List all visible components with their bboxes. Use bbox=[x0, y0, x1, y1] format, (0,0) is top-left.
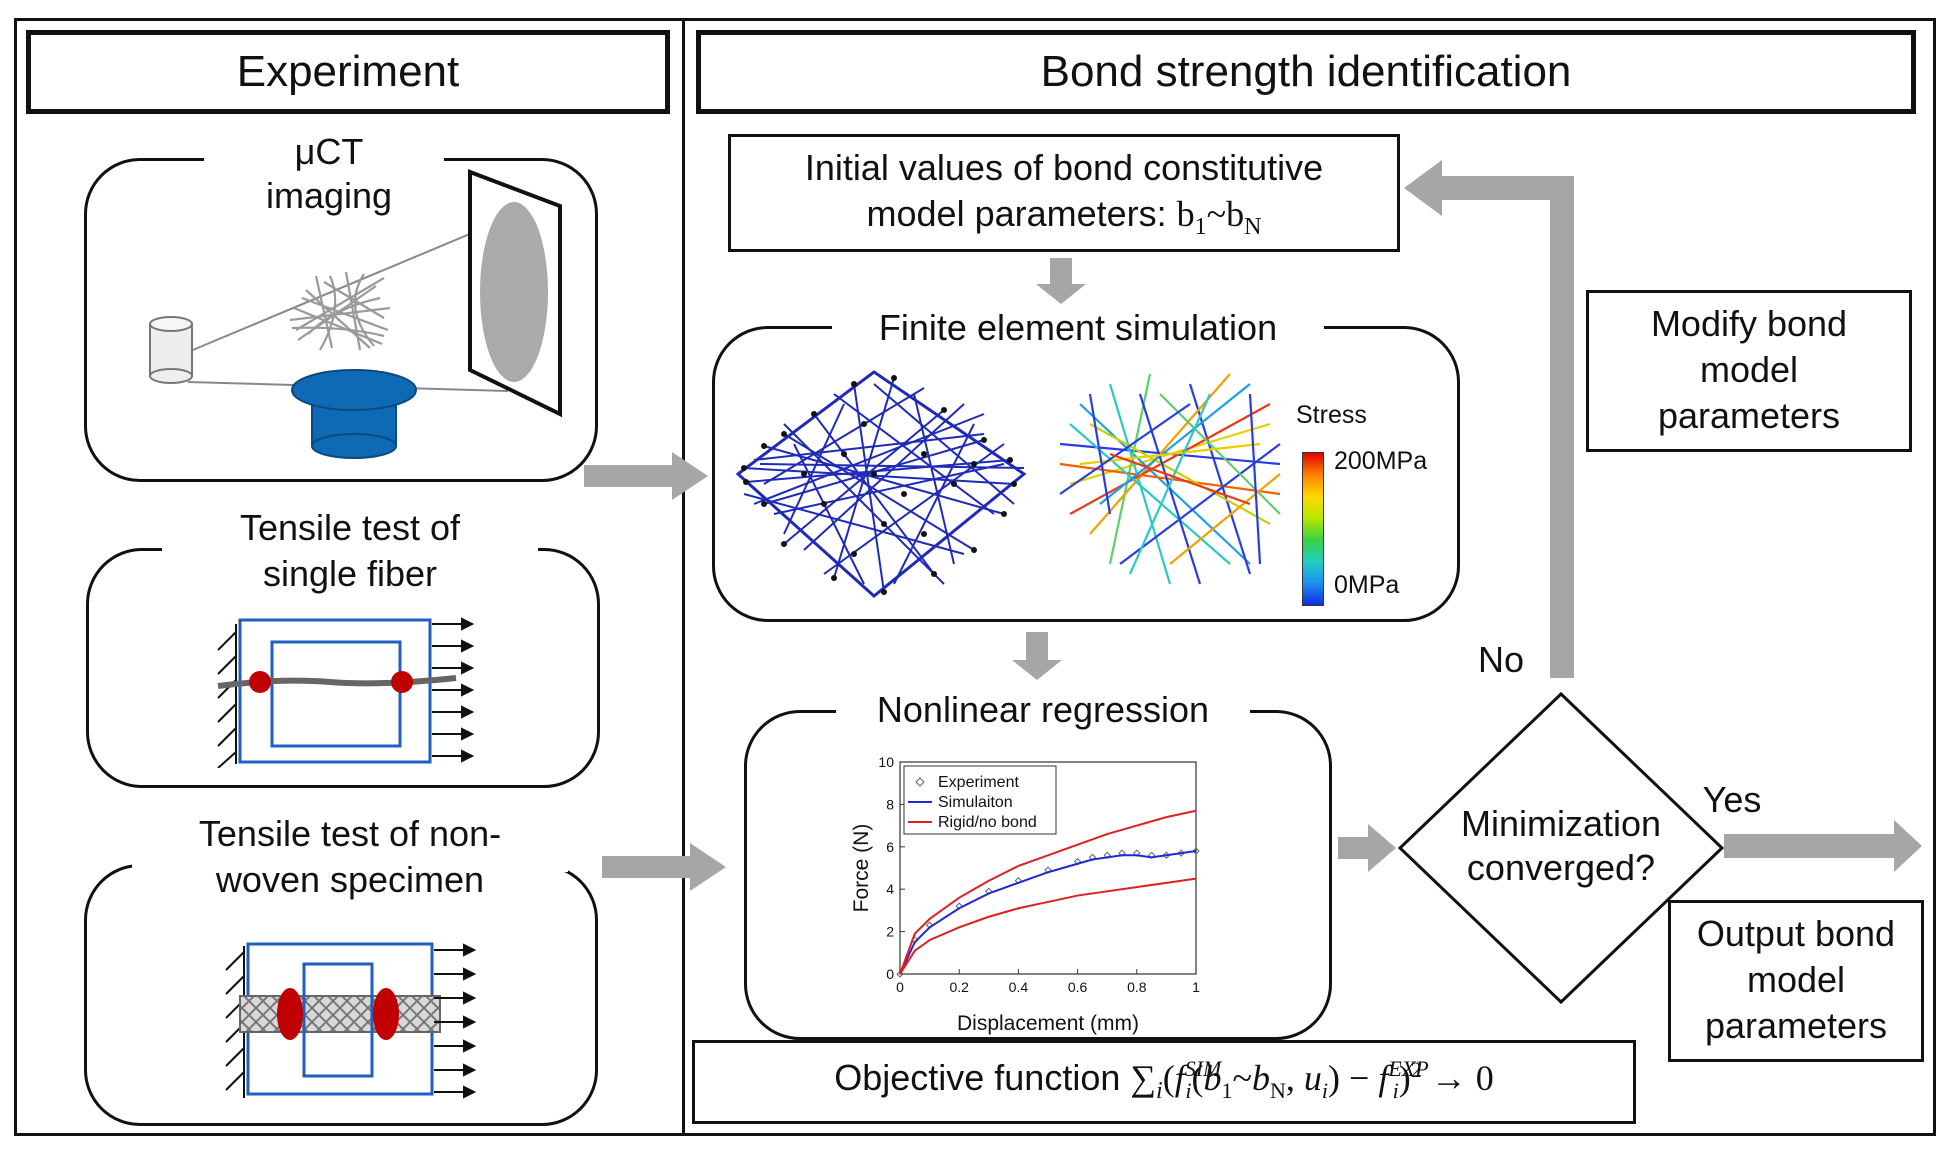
detector-icon bbox=[468, 169, 562, 418]
bond-title: Bond strength identification bbox=[1040, 47, 1572, 96]
x-tick-label: 0.2 bbox=[949, 979, 969, 995]
output-line1: Output bond bbox=[1696, 913, 1896, 954]
fe-simulation-title: Finite element simulation bbox=[878, 307, 1278, 348]
panel-divider bbox=[682, 18, 685, 1136]
bond-point-marker bbox=[391, 671, 413, 693]
stress-max-label: 200MPa bbox=[1334, 447, 1428, 475]
arrow-nonwoven-to-regression bbox=[602, 843, 726, 891]
legend-marker bbox=[915, 777, 925, 787]
y-tick-label: 6 bbox=[886, 839, 894, 855]
legend-label: Simulaiton bbox=[938, 794, 1013, 811]
y-tick-label: 4 bbox=[886, 881, 894, 897]
series-line-3 bbox=[899, 877, 1197, 975]
arrow-regression-to-decision bbox=[1338, 824, 1396, 872]
param-bN-symbol: b bbox=[1226, 194, 1245, 234]
single-fiber-label-line1: Tensile test of bbox=[239, 507, 461, 548]
legend-label: Rigid/no bond bbox=[938, 814, 1037, 831]
x-tick-label: 1 bbox=[1192, 979, 1200, 995]
arrow-no-loop bbox=[1404, 160, 1574, 678]
param-tilde: ~ bbox=[1206, 194, 1227, 234]
series-line-2 bbox=[899, 809, 1197, 975]
stress-colorbar bbox=[1302, 452, 1324, 606]
modify-line1: Modify bond bbox=[1650, 303, 1848, 344]
experiment-point bbox=[896, 970, 904, 978]
objective-box bbox=[692, 1040, 1636, 1124]
output-line3: parameters bbox=[1704, 1005, 1888, 1046]
arrow-fe-to-regression bbox=[1012, 632, 1062, 680]
param-bN-sub: N bbox=[1244, 214, 1262, 241]
objective-prefix: Objective function bbox=[834, 1057, 1131, 1098]
legend-label: Experiment bbox=[938, 774, 1019, 791]
y-tick-label: 10 bbox=[878, 754, 894, 770]
series-line-1 bbox=[899, 850, 1197, 975]
experiment-title-box bbox=[26, 30, 670, 114]
bond-point-marker bbox=[249, 671, 271, 693]
output-box bbox=[1668, 900, 1924, 1062]
objective-function: Objective function ∑i(fSIMi(b1~bN, ui) −… bbox=[692, 1056, 1636, 1106]
modify-line3: parameters bbox=[1657, 395, 1841, 436]
yes-label: Yes bbox=[1702, 779, 1762, 820]
bond-point-marker bbox=[277, 988, 303, 1040]
x-tick-label: 0.8 bbox=[1127, 979, 1147, 995]
nonwoven-label-line1: Tensile test of non- bbox=[198, 813, 502, 854]
nonwoven-label-line2: woven specimen bbox=[215, 859, 485, 900]
decision-line2: converged? bbox=[1466, 847, 1656, 888]
fe-stress-contour bbox=[1059, 373, 1281, 585]
initial-values-line2-text: model parameters: bbox=[866, 193, 1177, 234]
arrow-uct-to-fe bbox=[584, 452, 708, 500]
fiber-sample-icon bbox=[289, 271, 391, 351]
no-label: No bbox=[1477, 639, 1525, 680]
y-tick-label: 2 bbox=[886, 924, 894, 940]
rotation-stage-icon bbox=[291, 369, 417, 459]
output-line2: model bbox=[1746, 959, 1846, 1000]
experiment-point bbox=[1192, 847, 1200, 855]
param-bN: bN bbox=[1226, 194, 1261, 240]
param-b1: b1 bbox=[1176, 194, 1207, 240]
fe-mesh-blue bbox=[735, 370, 1027, 598]
nonwoven-illustration bbox=[225, 942, 477, 1099]
experiment-title: Experiment bbox=[236, 47, 460, 96]
single-fiber-box bbox=[86, 548, 600, 788]
xray-source-icon bbox=[149, 316, 193, 384]
stress-min-label: 0MPa bbox=[1334, 571, 1400, 599]
decision-line1: Minimization bbox=[1460, 803, 1662, 844]
initial-values-line2: model parameters: b1~bN bbox=[728, 192, 1400, 242]
uct-label-line1: μCT bbox=[294, 131, 364, 172]
x-tick-label: 0 bbox=[896, 979, 904, 995]
bond-point-marker bbox=[373, 988, 399, 1040]
arrow-initial-to-fe bbox=[1036, 258, 1086, 304]
y-axis-label: Force (N) bbox=[850, 824, 873, 913]
initial-values-box bbox=[728, 134, 1400, 252]
x-axis-label: Displacement (mm) bbox=[957, 1012, 1139, 1035]
x-tick-label: 0.6 bbox=[1068, 979, 1088, 995]
objective-formula: ∑i(fSIMi(b1~bN, ui) − fEXPi)2 → 0 bbox=[1130, 1056, 1494, 1105]
outer-frame bbox=[14, 18, 1936, 1136]
arrow-yes-to-output bbox=[1724, 820, 1922, 872]
single-fiber-illustration bbox=[217, 617, 475, 768]
y-tick-label: 0 bbox=[886, 966, 894, 982]
uct-label-line2: imaging bbox=[265, 175, 393, 216]
param-b1-sub: 1 bbox=[1194, 214, 1207, 241]
decision-diamond bbox=[1397, 691, 1725, 1005]
param-b1-symbol: b bbox=[1176, 194, 1195, 234]
uct-illustration bbox=[149, 169, 562, 459]
regression-title: Nonlinear regression bbox=[876, 689, 1210, 730]
modify-line2: model bbox=[1699, 349, 1799, 390]
stress-label: Stress bbox=[1296, 401, 1367, 429]
y-tick-label: 8 bbox=[886, 796, 894, 812]
x-tick-label: 0.4 bbox=[1009, 979, 1029, 995]
bond-title-box bbox=[696, 30, 1916, 114]
modify-box bbox=[1586, 290, 1912, 452]
single-fiber-label-line2: single fiber bbox=[262, 553, 438, 594]
initial-values-line1: Initial values of bond constitutive bbox=[804, 147, 1324, 188]
